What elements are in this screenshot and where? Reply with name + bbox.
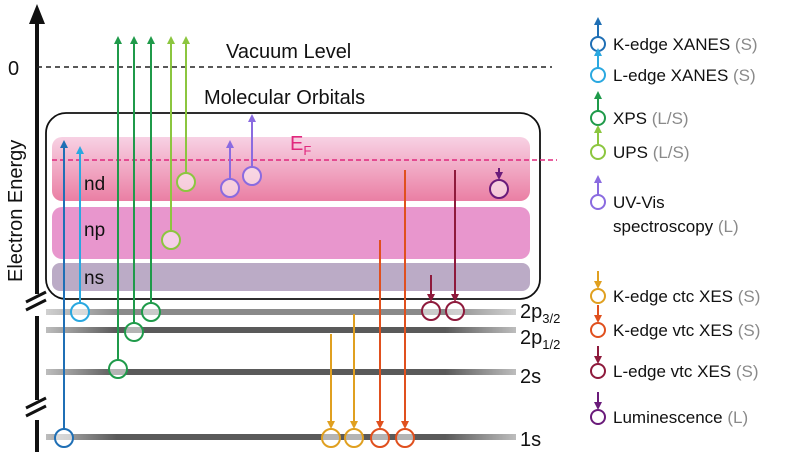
ups-transition-np — [161, 36, 181, 250]
legend-item: XPS (L/S) — [590, 91, 689, 128]
ns-label: ns — [84, 268, 104, 289]
axis-label: Electron Energy — [5, 140, 27, 282]
legend-item: K-edge XANES (S) — [590, 17, 758, 54]
molecular-orbitals-label: Molecular Orbitals — [204, 87, 365, 109]
label-2p12: 2p1/2 — [520, 327, 560, 352]
k-edge-vtc-xes-transition-2 — [395, 170, 415, 448]
label-2p32: 2p3/2 — [520, 301, 560, 326]
legend-label: Luminescence (L) — [613, 408, 748, 427]
k-edge-xanes-transition — [54, 140, 74, 448]
ns-band — [52, 263, 530, 291]
legend-label: UV-Vis — [613, 193, 665, 212]
xps-transition-2p32 — [141, 36, 161, 322]
ups-transition-nd — [176, 36, 196, 192]
label-1s: 1s — [520, 429, 541, 451]
label-2s: 2s — [520, 366, 541, 388]
k-edge-vtc-xes-transition-1 — [370, 240, 390, 448]
legend-label: L-edge XANES (S) — [613, 66, 756, 85]
legend-item: UV-Vis spectroscopy (L) — [590, 175, 739, 236]
legend-item: UPS (L/S) — [590, 125, 690, 162]
legend-label: XPS (L/S) — [613, 109, 689, 128]
molecular-orbitals-box — [45, 112, 541, 300]
fermi-level-label: EF — [290, 133, 311, 158]
axis-zero-tick: 0 — [8, 58, 19, 80]
legend-item: Luminescence (L) — [590, 392, 748, 427]
legend-label: K-edge ctc XES (S) — [613, 287, 760, 306]
legend-item: K-edge ctc XES (S) — [590, 271, 760, 306]
legend: K-edge XANES (S) L-edge XANES (S) XPS (L/S… — [590, 17, 760, 427]
luminescence-transition — [489, 168, 509, 199]
legend-label: K-edge vtc XES (S) — [613, 321, 760, 340]
np-band — [52, 207, 530, 259]
level-2s — [46, 369, 516, 375]
transition-arrows — [54, 36, 509, 448]
l-edge-xanes-transition — [70, 146, 90, 322]
axis-break-icon — [25, 290, 47, 304]
l-edge-vtc-xes-transition-2 — [445, 170, 465, 321]
k-edge-ctc-xes-transition-1 — [321, 334, 341, 448]
axis-arrowhead-icon — [29, 4, 45, 24]
legend-label: UPS (L/S) — [613, 143, 690, 162]
nd-label: nd — [84, 174, 105, 195]
legend-label: L-edge vtc XES (S) — [613, 362, 759, 381]
legend-item: K-edge vtc XES (S) — [590, 305, 760, 340]
np-label: np — [84, 220, 105, 241]
legend-label-line2: spectroscopy (L) — [613, 217, 739, 236]
level-1s — [46, 434, 516, 440]
legend-item: L-edge XANES (S) — [590, 48, 756, 85]
legend-item: L-edge vtc XES (S) — [590, 346, 759, 381]
level-2p12 — [46, 327, 516, 333]
energy-axis: Electron Energy 0 — [5, 4, 47, 452]
vacuum-level-label: Vacuum Level — [226, 41, 351, 63]
legend-label: K-edge XANES (S) — [613, 35, 758, 54]
axis-break-icon — [25, 396, 47, 410]
level-2p32 — [46, 309, 516, 315]
k-edge-ctc-xes-transition-2 — [344, 314, 364, 448]
uv-vis-transition-2 — [242, 114, 262, 186]
l-edge-vtc-xes-transition-1 — [421, 275, 441, 321]
xps-transition-2p12 — [124, 36, 144, 342]
xps-transition-2s — [108, 36, 128, 379]
uv-vis-transition-1 — [220, 140, 240, 198]
